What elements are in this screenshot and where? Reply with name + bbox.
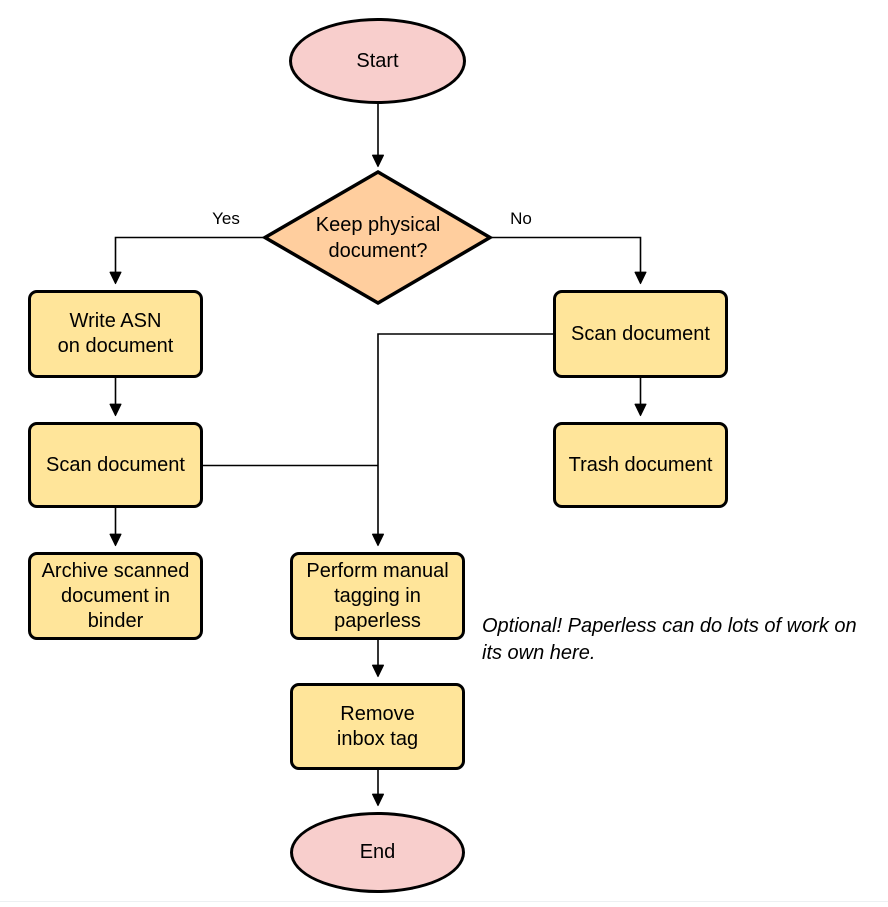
node-start: Start — [289, 18, 466, 104]
edge-decision-yes-to-write-asn — [109, 236, 265, 285]
node-start-label: Start — [356, 49, 399, 72]
edge-decision-no-to-scan-right — [490, 236, 647, 285]
node-decision: Keep physical document? — [283, 210, 473, 265]
node-decision-label: Keep physical document? — [315, 213, 441, 262]
edge-label-no-text: No — [510, 209, 532, 228]
node-manual-tagging-label: Perform manual tagging in paperless — [306, 559, 449, 632]
edge-label-yes-text: Yes — [212, 209, 240, 228]
edge-label-yes: Yes — [202, 209, 250, 229]
node-remove-inbox-tag-label: Remove inbox tag — [336, 702, 419, 750]
node-trash-document-label: Trash document — [568, 453, 713, 476]
annotation-text-content: Optional! Paperless can do lots of work … — [482, 615, 857, 664]
annotation-text: Optional! Paperless can do lots of work … — [482, 586, 857, 667]
edge-scan-right-to-tagging — [371, 333, 553, 547]
node-end: End — [290, 812, 465, 893]
node-archive-binder: Archive scanned document in binder — [28, 552, 203, 640]
node-scan-document-right-label: Scan document — [571, 322, 710, 345]
node-archive-binder-label: Archive scanned document in binder — [41, 559, 190, 632]
node-end-label: End — [359, 841, 396, 863]
edge-label-no: No — [497, 209, 545, 229]
node-write-asn-label: Write ASN on document — [57, 310, 174, 357]
node-trash-document: Trash document — [553, 422, 728, 508]
node-manual-tagging: Perform manual tagging in paperless — [290, 552, 465, 640]
node-scan-document-left: Scan document — [28, 422, 203, 508]
node-scan-document-right: Scan document — [553, 290, 728, 378]
decision-diamond — [261, 169, 494, 306]
page-bottom-divider — [0, 901, 888, 902]
node-scan-document-left-label: Scan document — [46, 453, 185, 476]
node-remove-inbox-tag: Remove inbox tag — [290, 683, 465, 770]
node-write-asn: Write ASN on document — [28, 290, 203, 378]
